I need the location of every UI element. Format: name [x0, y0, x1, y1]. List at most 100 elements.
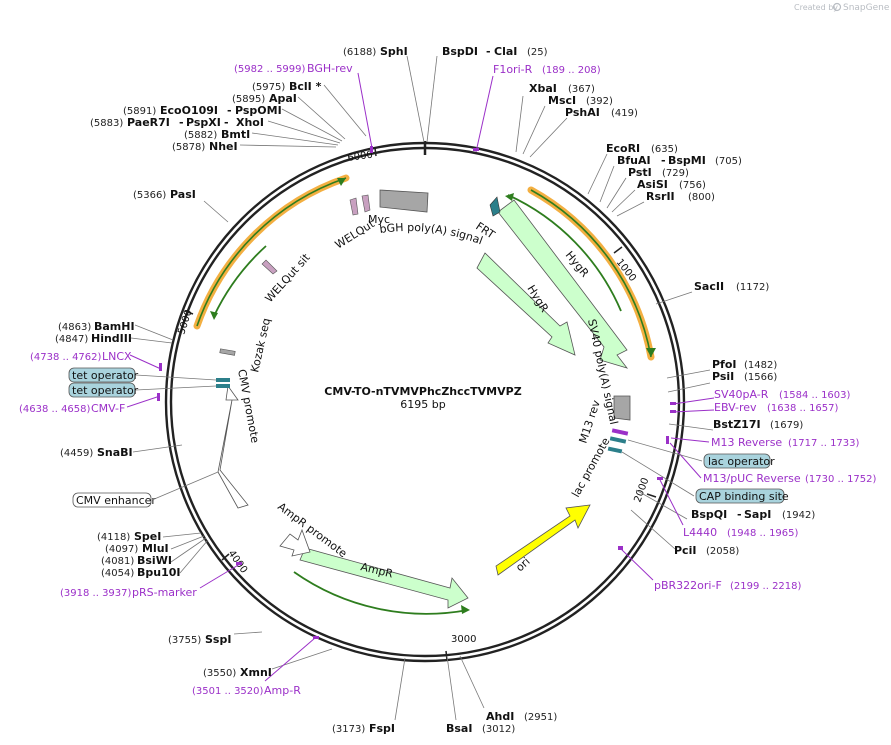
enzyme-nhei[interactable]: (5878)NheI	[172, 140, 238, 153]
sv40-polya-box[interactable]	[613, 395, 631, 421]
kozak-box[interactable]	[219, 348, 236, 356]
svg-text:BGH-rev: BGH-rev	[307, 62, 353, 75]
svg-text:EcoRI: EcoRI	[606, 142, 640, 155]
ampr-promoter-arrow[interactable]	[279, 528, 311, 557]
m13-rev-box[interactable]	[611, 428, 629, 436]
enzyme-sacii[interactable]: SacII(1172)	[694, 280, 769, 293]
bgh-polya-box[interactable]	[379, 189, 429, 213]
enzyme-hindiii[interactable]: (4847)HindIII	[55, 332, 132, 345]
box-lac-operator[interactable]: lac operator	[703, 453, 775, 469]
enzyme-bstz17i[interactable]: BstZ17I(1679)	[713, 418, 803, 431]
feature-welqut-left: WELQut site	[0, 0, 313, 305]
cap-site-box[interactable]	[607, 446, 623, 454]
svg-text:(2199 .. 2218): (2199 .. 2218)	[730, 581, 802, 592]
enzyme-bfuai[interactable]: BfuAI- BspMI(705)	[617, 154, 742, 167]
enzyme-bspqi[interactable]: BspQI- SapI(1942)	[691, 508, 815, 521]
primer-m13-reverse[interactable]: M13 Reverse(1717 .. 1733)	[711, 436, 860, 449]
svg-text:(3755): (3755)	[168, 635, 201, 646]
enzyme-spei[interactable]: (4118)SpeI	[97, 530, 161, 543]
svg-text:(2058): (2058)	[706, 546, 739, 557]
enzyme-ecori[interactable]: EcoRI(635)	[606, 142, 678, 155]
svg-text:BspQI: BspQI	[691, 508, 727, 521]
box-leader-lines	[135, 374, 703, 501]
enzyme-psii[interactable]: PsiI(1566)	[712, 370, 777, 383]
enzyme-bamhi[interactable]: (4863)BamHI	[58, 320, 135, 333]
feature-bgh-polya: bGH poly(A) signal	[379, 221, 485, 247]
box-cmv-enhancer[interactable]: CMV enhancer	[72, 492, 156, 508]
cmv-enhancer-promoter-arrow[interactable]	[217, 384, 249, 509]
box-cap-binding-site[interactable]: CAP binding site	[695, 488, 789, 504]
enzyme-bmti[interactable]: (5882)BmtI	[184, 128, 250, 141]
enzyme-asisi[interactable]: AsiSI(756)	[637, 178, 706, 191]
tet-operator-box-1[interactable]	[216, 378, 230, 382]
enzyme-pfoi[interactable]: PfoI(1482)	[712, 358, 777, 371]
lac-operator-box[interactable]	[609, 436, 627, 444]
svg-text:(5975): (5975)	[252, 82, 285, 93]
orf-arrow-right	[646, 348, 656, 357]
myc-box[interactable]	[361, 194, 371, 213]
welqut-top-box[interactable]	[349, 197, 359, 216]
enzyme-psti[interactable]: PstI(729)	[628, 166, 689, 179]
svg-text:CAP binding site: CAP binding site	[699, 490, 789, 503]
hygr-inner-arrow[interactable]	[476, 252, 576, 356]
svg-text:SnapGene: SnapGene	[843, 3, 890, 13]
enzyme-pcii[interactable]: PciI(2058)	[674, 544, 739, 557]
box-tet-operator-2[interactable]: tet operator	[68, 382, 139, 398]
svg-text:(1679): (1679)	[770, 420, 803, 431]
enzyme-pshai[interactable]: PshAI(419)	[565, 106, 638, 119]
svg-text:SapI: SapI	[744, 508, 771, 521]
primer-ebv-rev[interactable]: EBV-rev(1638 .. 1657)	[714, 401, 839, 414]
svg-text:AsiSI: AsiSI	[637, 178, 668, 191]
enzyme-ahdi[interactable]: AhdI(2951)	[486, 710, 557, 723]
primer-marks	[157, 146, 676, 639]
enzyme-pasi[interactable]: (5366)PasI	[133, 188, 196, 201]
tet-operator-box-2[interactable]	[216, 384, 230, 388]
ampr-arrow[interactable]	[299, 547, 469, 609]
svg-text:-: -	[227, 104, 232, 117]
enzyme-bsai[interactable]: BsaI(3012)	[446, 722, 515, 735]
enzyme-xmni[interactable]: (3550)XmnI	[203, 666, 272, 679]
enzyme-bsiwi[interactable]: (4081)BsiWI	[101, 554, 172, 567]
tick-label-2000: 2000	[632, 476, 651, 504]
welqut-left-box[interactable]	[261, 259, 278, 275]
primer-bgh-rev[interactable]: (5982 .. 5999)BGH-rev	[234, 62, 353, 75]
primer-cmv-f[interactable]: (4638 .. 4658)CMV-F	[19, 402, 125, 415]
hygr-outer-arrow[interactable]	[497, 199, 629, 369]
primer-sv40pa-r[interactable]: SV40pA-R(1584 .. 1603)	[714, 388, 851, 401]
primer-pbr322ori-f[interactable]: pBR322ori-F (2199 .. 2218)	[654, 579, 802, 592]
tick-4000	[221, 553, 230, 561]
enzyme-rsrii[interactable]: RsrII(800)	[646, 190, 715, 203]
svg-text:BsiWI: BsiWI	[137, 554, 172, 567]
enzyme-xbai[interactable]: XbaI(367)	[529, 82, 595, 95]
svg-text:ClaI: ClaI	[494, 45, 517, 58]
cmv-orf-line	[213, 245, 267, 317]
enzyme-mlui[interactable]: (4097)MluI	[105, 542, 169, 555]
box-tet-operator-1[interactable]: tet operator	[68, 367, 139, 383]
primer-m13-puc-reverse[interactable]: M13/pUC Reverse(1730 .. 1752)	[703, 472, 877, 485]
plasmid-length: 6195 bp	[400, 398, 445, 411]
enzyme-fspi[interactable]: (3173)FspI	[332, 722, 395, 735]
svg-text:(5982 .. 5999): (5982 .. 5999)	[234, 64, 306, 75]
svg-text:(2951): (2951)	[524, 712, 557, 723]
primer-lncx[interactable]: (4738 .. 4762)LNCX	[30, 350, 132, 363]
enzyme-paer7i[interactable]: (5883)PaeR7I- PspXI- XhoI	[90, 116, 264, 129]
enzyme-bpu10i[interactable]: (4054)Bpu10I	[101, 566, 181, 579]
enzyme-sphi[interactable]: (6188)SphI	[343, 45, 408, 58]
enzyme-bspdi[interactable]: BspDI- ClaI(25)	[442, 45, 548, 58]
frt-box[interactable]	[489, 196, 501, 217]
primer-prs-marker[interactable]: (3918 .. 3937)pRS-marker	[60, 586, 197, 599]
svg-text:pBR322ori-F: pBR322ori-F	[654, 579, 722, 592]
enzyme-msci[interactable]: MscI(392)	[548, 94, 613, 107]
enzyme-apai[interactable]: (5895)ApaI	[232, 92, 297, 105]
svg-text:-: -	[486, 45, 491, 58]
svg-text:(4738 .. 4762): (4738 .. 4762)	[30, 352, 102, 363]
enzyme-bcli[interactable]: (5975)BclI *	[252, 80, 322, 93]
primer-amp-r[interactable]: (3501 .. 3520)Amp-R	[192, 684, 301, 697]
enzyme-ecoo109i[interactable]: (5891)EcoO109I- PspOMI	[123, 104, 282, 117]
enzyme-sspi[interactable]: (3755)SspI	[168, 633, 231, 646]
svg-text:(4847): (4847)	[55, 334, 88, 345]
ori-arrow[interactable]	[495, 504, 591, 576]
primer-l4440[interactable]: L4440(1948 .. 1965)	[683, 526, 799, 539]
enzyme-snabi[interactable]: (4459)SnaBI	[60, 446, 133, 459]
primer-f1ori-r[interactable]: F1ori-R(189 .. 208)	[493, 63, 601, 76]
